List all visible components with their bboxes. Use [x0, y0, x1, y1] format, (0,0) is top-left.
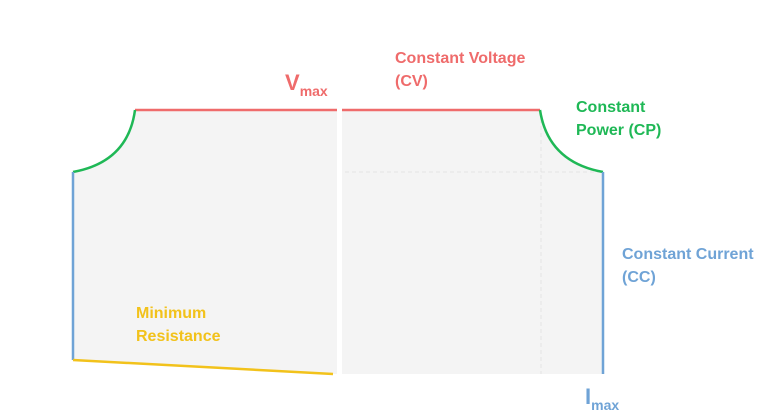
min-resistance-label: Minimum Resistance — [136, 302, 221, 348]
axis-break-gap — [337, 100, 342, 385]
cv-label-line2: (CV) — [395, 73, 428, 90]
cp-label: Constant Power (CP) — [576, 96, 661, 142]
cv-label: Constant Voltage (CV) — [395, 47, 525, 93]
imax-label: Imax — [585, 384, 620, 413]
min-resistance-label-line2: Resistance — [136, 328, 221, 345]
vmax-symbol: V — [285, 70, 300, 95]
min-resistance-label-line1: Minimum — [136, 305, 207, 322]
imax-symbol: I — [585, 384, 592, 409]
cp-label-line2: Power (CP) — [576, 122, 662, 139]
cc-label: Constant Current (CC) — [622, 243, 754, 289]
vmax-label: Vmax — [285, 70, 328, 99]
cp-boundary-arc-right — [538, 109, 604, 174]
cp-boundary-arc-left — [72, 109, 137, 174]
cp-label-line1: Constant — [576, 99, 646, 116]
cc-label-line1: Constant Current — [622, 246, 754, 263]
vmax-subscript: max — [299, 83, 328, 99]
min-resistance-line — [72, 358, 334, 376]
imax-subscript: max — [591, 397, 620, 413]
cc-label-line2: (CC) — [622, 269, 656, 286]
cv-label-line1: Constant Voltage — [395, 50, 526, 67]
